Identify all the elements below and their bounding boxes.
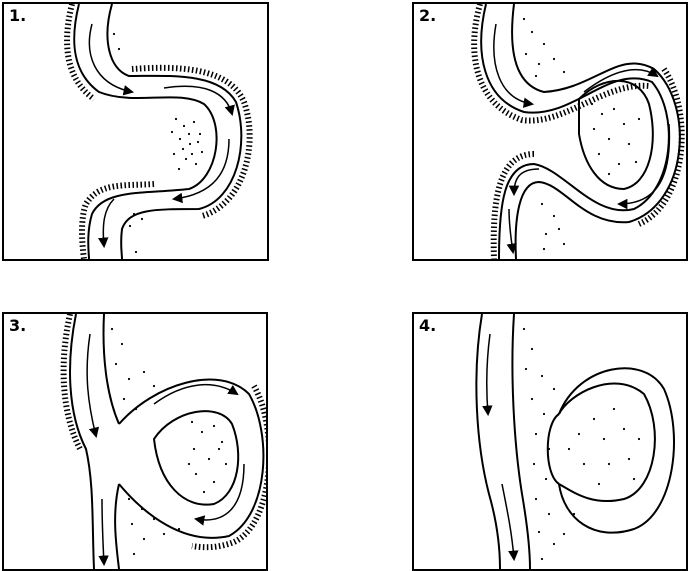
stage-3-label: 3. <box>9 316 26 335</box>
stage-2-meander-diagram <box>414 4 686 259</box>
stage-3-panel: 3. <box>2 312 268 571</box>
flow-arrow-4b <box>502 484 514 559</box>
oxbow-lake-inner <box>559 384 655 502</box>
deposit-2-dots <box>523 18 640 250</box>
flow-arrow-3b <box>154 385 237 404</box>
stage-2-panel: 2. <box>412 2 688 261</box>
stage-4-label: 4. <box>419 316 436 335</box>
flow-arrow-2c <box>619 124 669 204</box>
stage-4-oxbow-lake-diagram <box>414 314 686 569</box>
stage-4-panel: 4. <box>412 312 688 571</box>
deposit-3-dots <box>111 328 227 555</box>
loop-outer <box>119 380 263 538</box>
stage-1-label: 1. <box>9 6 26 25</box>
deposit-4-dots <box>523 328 640 560</box>
stage-1-panel: 1. <box>2 2 269 261</box>
oxbow-lake-outer <box>559 368 674 532</box>
deposit-1 <box>165 108 209 177</box>
flow-arrow-4a <box>487 334 490 414</box>
river-bank-right <box>512 314 530 569</box>
flow-arrow-3d <box>102 499 104 564</box>
river-bank-inner <box>512 4 680 259</box>
stage-2-label: 2. <box>419 6 436 25</box>
stage-3-meander-diagram <box>4 314 266 569</box>
erosion-bank-2a <box>474 4 649 121</box>
flow-arrow-1d <box>103 199 114 246</box>
river-bank-right-lower <box>115 484 119 569</box>
inner-bend <box>579 81 653 189</box>
loop-inner <box>154 411 238 504</box>
river-bank-right <box>104 314 119 424</box>
flow-arrow-3a <box>87 334 96 436</box>
stage-1-meander-diagram <box>4 4 267 259</box>
flow-arrow-2e <box>509 209 513 252</box>
